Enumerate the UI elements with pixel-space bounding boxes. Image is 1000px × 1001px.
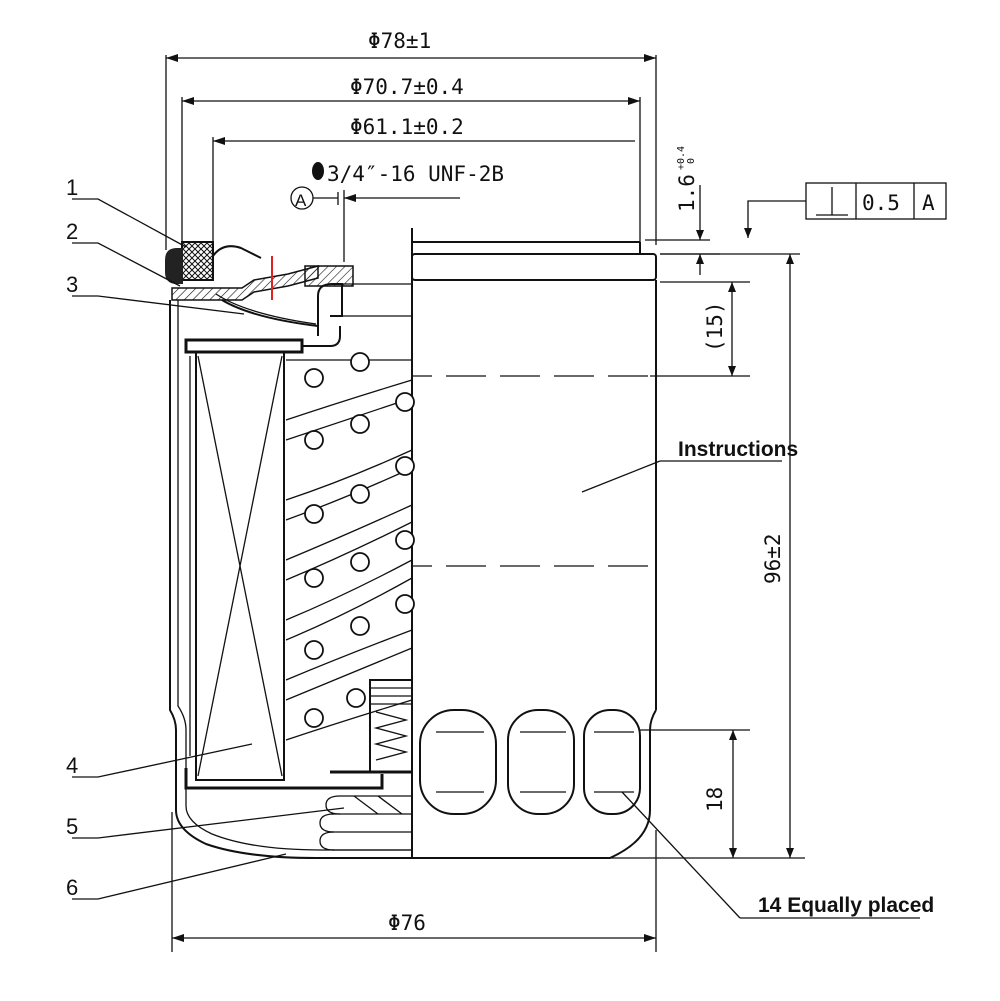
- seam: [165, 248, 183, 284]
- height-text: 96±2: [761, 533, 785, 584]
- dim-gasket-inner: Φ61.1±0.2: [212, 115, 635, 245]
- part-number-2: 2: [66, 219, 78, 244]
- datum-label: A: [295, 191, 307, 210]
- flatness-datum: A: [922, 191, 935, 215]
- flatness-value: 0.5: [862, 191, 900, 215]
- dim-height: 96±2: [412, 253, 805, 859]
- center-tube: [285, 352, 415, 741]
- wrench-flats: [419, 709, 641, 815]
- part-number-3: 3: [66, 272, 78, 297]
- filter-element: [195, 351, 285, 781]
- plate-thickness-tol-lower: 0: [686, 158, 697, 164]
- part-number-6: 6: [66, 875, 78, 900]
- exterior-view: [411, 228, 657, 859]
- dim-gasket-outer: Φ70.7±0.4: [181, 75, 641, 250]
- thread-text: 3/4″-16 UNF-2B: [327, 162, 504, 186]
- dim-bottom-dia: Φ76: [171, 812, 657, 952]
- part-number-4: 4: [66, 753, 78, 778]
- flats-note-text: 14 Equally placed: [758, 894, 934, 917]
- flats-height-text: 18: [703, 787, 727, 812]
- gasket: [181, 241, 214, 281]
- section-view: [165, 241, 415, 859]
- dim-thread: 3/4″-16 UNF-2B A: [290, 162, 504, 262]
- label-band-text: (15): [703, 301, 727, 352]
- part-number-5: 5: [66, 814, 78, 839]
- part-leaders: 1 2 3 4 5 6: [66, 175, 345, 900]
- dim-flats-height: 18: [640, 729, 750, 858]
- instructions-text: Instructions: [678, 438, 798, 461]
- flatness-frame: 0.5 A: [744, 182, 947, 238]
- thread-symbol-icon: [312, 162, 324, 180]
- dim-label-band: (15): [650, 281, 750, 377]
- bottom-dia-text: Φ76: [388, 911, 426, 935]
- note-flats: 14 Equally placed: [621, 791, 934, 919]
- note-instructions: Instructions: [581, 438, 798, 493]
- part-number-1: 1: [66, 175, 78, 200]
- relief-valve: [330, 679, 413, 774]
- gasket-inner-text: Φ61.1±0.2: [350, 115, 464, 139]
- outer-dia-text: Φ78±1: [368, 29, 431, 53]
- bottom-spring: [319, 795, 412, 851]
- plate-thickness-tol-upper: +0.4: [676, 146, 687, 170]
- gasket-outer-text: Φ70.7±0.4: [350, 75, 464, 99]
- dim-outer-dia: Φ78±1: [165, 29, 657, 250]
- plate-thickness-text: 1.6: [675, 174, 699, 212]
- flatness-symbol-icon: [816, 187, 848, 216]
